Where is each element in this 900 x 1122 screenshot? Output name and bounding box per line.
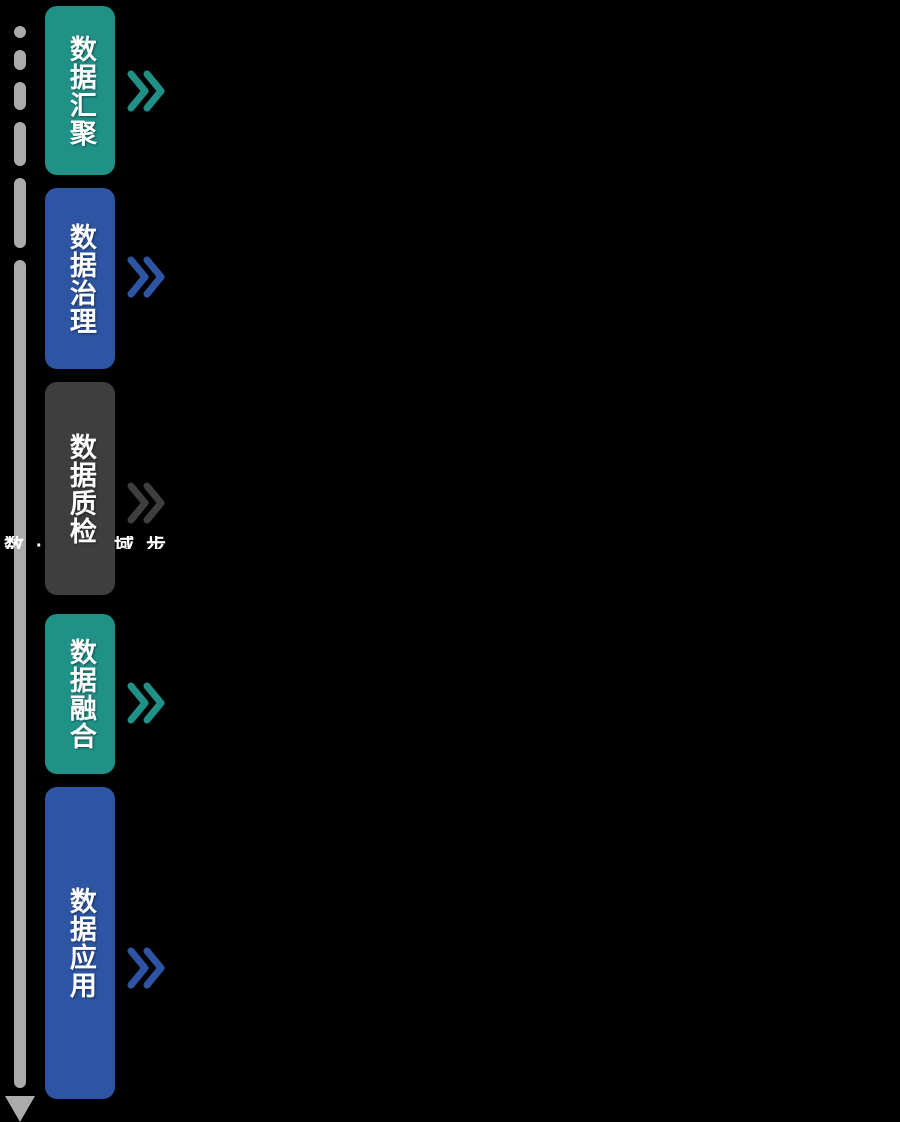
stage-label-data-governance: 数据治理 xyxy=(65,222,96,335)
axis-arrow-down-icon xyxy=(5,1096,35,1122)
chevron-right-double-icon-data-quality-inspection xyxy=(127,480,167,526)
stage-label-data-fusion: 数据融合 xyxy=(65,638,96,750)
stage-block-data-governance[interactable]: 数据治理 xyxy=(45,188,115,369)
clipped-glyph-fragment-3: 域 xyxy=(114,536,134,549)
axis-dash-segment xyxy=(14,178,26,248)
progression-axis xyxy=(5,0,35,1122)
stage-label-data-quality-inspection: 数据质检 xyxy=(65,432,96,545)
stage-label-data-aggregation: 数据汇聚 xyxy=(65,34,96,147)
chevron-right-double-icon-data-aggregation xyxy=(127,68,167,114)
chevron-right-double-icon-data-governance xyxy=(127,254,167,300)
axis-dash-segment xyxy=(14,82,26,110)
axis-dash-segment xyxy=(14,260,26,1088)
stage-block-data-fusion[interactable]: 数据融合 xyxy=(45,614,115,774)
stage-label-data-application: 数据应用 xyxy=(65,887,96,999)
stage-block-data-quality-inspection[interactable]: 数据质检 xyxy=(45,382,115,595)
chevron-right-double-icon-data-application xyxy=(127,945,167,991)
stage-block-data-application[interactable]: 数据应用 xyxy=(45,787,115,1099)
clipped-glyph-fragment-2: · xyxy=(36,536,43,549)
axis-dash-segment xyxy=(14,122,26,166)
axis-dash-segment xyxy=(14,26,26,38)
axis-dash-segment xyxy=(14,50,26,70)
clipped-glyph-fragment-4: 步 xyxy=(146,536,166,549)
chevron-right-double-icon-data-fusion xyxy=(127,680,167,726)
stage-block-data-aggregation[interactable]: 数据汇聚 xyxy=(45,6,115,175)
